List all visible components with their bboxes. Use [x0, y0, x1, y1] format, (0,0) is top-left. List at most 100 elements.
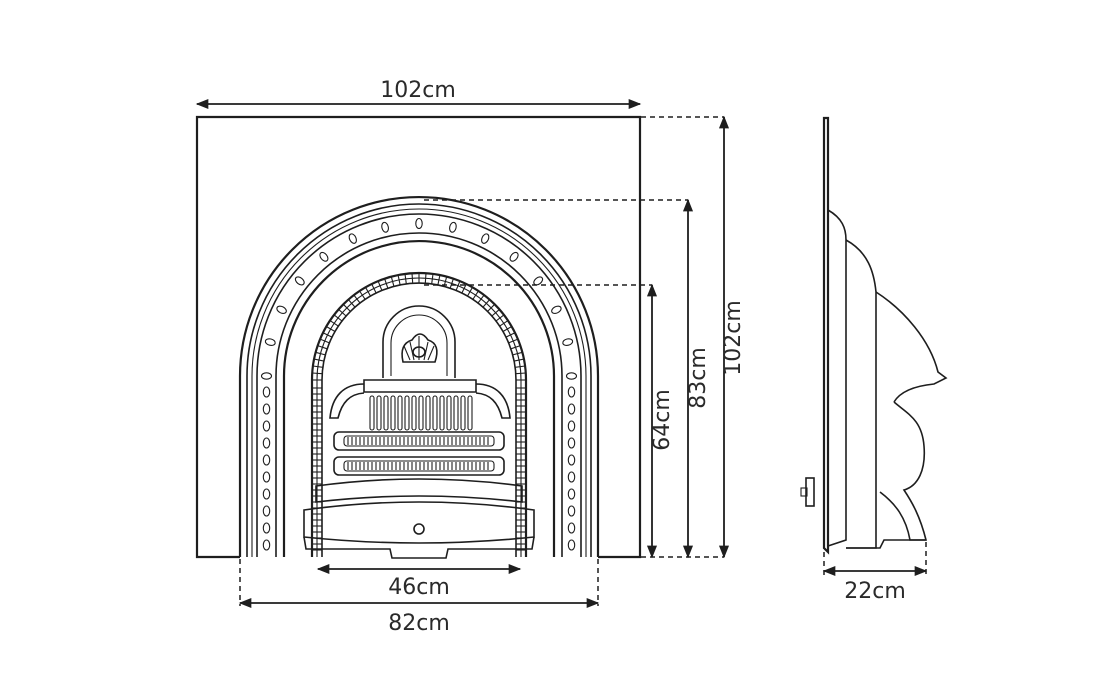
fan-motif	[401, 333, 438, 363]
grate-fret-bars	[369, 395, 473, 431]
label-arch-height: 83cm	[686, 347, 711, 409]
arch-bead	[562, 338, 574, 346]
grate-bar-upper	[333, 431, 505, 451]
fret-bar	[376, 395, 382, 431]
grate-bar-texture	[347, 437, 489, 470]
fret-bar	[418, 395, 424, 431]
side-panel	[822, 116, 830, 555]
side-hood	[845, 239, 877, 549]
arch-texture-tick	[371, 283, 377, 294]
arch-texture-tick	[353, 294, 361, 304]
beaded-band-outer	[256, 213, 582, 557]
side-fixing-bracket	[800, 477, 815, 507]
arch-bead	[551, 305, 562, 314]
arch-texture-tick	[477, 294, 485, 304]
grate-bar-lower-inner	[343, 460, 495, 472]
side-base	[846, 539, 926, 549]
fret-bar	[369, 395, 375, 431]
arch-bead-ornaments	[260, 217, 578, 551]
arch-texture-tick	[317, 345, 328, 350]
arch-texture-tick	[347, 299, 356, 308]
arch-texture-tick	[329, 320, 339, 327]
arch-texture-tick	[512, 351, 523, 356]
arch-texture-tick	[365, 287, 371, 297]
ash-pan-knob	[413, 523, 425, 535]
arch-texture-tick	[326, 326, 336, 332]
outer-arch	[238, 195, 600, 557]
label-overall-width: 102cm	[380, 78, 456, 103]
arch-texture-tick	[487, 303, 496, 312]
arch-bead	[262, 454, 271, 466]
fret-bar	[453, 395, 459, 431]
fret-bar	[383, 395, 389, 431]
arch-texture-tick	[411, 273, 414, 284]
arch-bead	[262, 471, 271, 483]
arch-texture-tick	[461, 283, 467, 294]
dimension-lines	[195, 98, 928, 609]
arch-texture-tick	[515, 372, 526, 375]
arch-texture-tick	[515, 365, 526, 368]
opening-arch-texture	[312, 273, 526, 551]
side-canopy	[875, 291, 948, 403]
arch-texture-tick	[505, 332, 516, 338]
arch-texture-tick	[502, 326, 512, 332]
fret-bar	[446, 395, 452, 431]
arch-texture-tick	[359, 290, 366, 300]
side-arch-band	[827, 209, 847, 547]
arch-texture-tick	[491, 308, 500, 317]
arch-bead	[415, 217, 423, 230]
arch-bead	[262, 420, 271, 432]
grate-top-bar	[363, 379, 477, 393]
grate-scroll-left	[329, 383, 365, 419]
grate-feet	[303, 536, 535, 559]
fret-bar	[390, 395, 396, 431]
arch-texture-tick	[437, 274, 441, 286]
arch-texture-tick	[397, 274, 401, 286]
arch-texture-tick	[499, 320, 509, 327]
fret-bar	[397, 395, 403, 431]
arch-bead	[264, 338, 276, 346]
arch-bead	[348, 233, 357, 244]
arch-bead	[381, 221, 389, 233]
grate-bar-lower	[333, 456, 505, 476]
arch-texture-tick	[322, 332, 333, 338]
arch-bead	[294, 276, 305, 286]
arch-bead	[567, 505, 576, 517]
fret-bar	[411, 395, 417, 431]
arch-bead	[567, 403, 576, 415]
arch-bead	[509, 251, 519, 262]
arch-texture-tick	[424, 273, 427, 284]
arch-bead	[262, 386, 271, 398]
fret-bar	[404, 395, 410, 431]
arch-bead	[262, 488, 271, 500]
arch-texture-tick	[377, 280, 383, 291]
fret-bar	[432, 395, 438, 431]
fret-bar	[460, 395, 466, 431]
grate-scroll-right	[475, 383, 511, 419]
beaded-band-inner	[275, 232, 563, 557]
outer-panel	[195, 115, 642, 559]
arch-bead	[276, 305, 287, 314]
arch-bead	[262, 403, 271, 415]
arch-bead	[262, 505, 271, 517]
arch-texture-tick	[495, 314, 505, 322]
fret-bar	[467, 395, 473, 431]
arch-texture-tick	[338, 308, 347, 317]
arch-bead	[262, 522, 271, 534]
arch-texture-tick	[431, 273, 434, 284]
fireback-inner	[390, 314, 448, 376]
arch-texture-tick	[333, 314, 343, 322]
arch-bead	[567, 471, 576, 483]
arch-texture-tick	[455, 280, 461, 291]
arch-bead	[260, 372, 273, 380]
arch-texture-tick	[404, 273, 407, 284]
label-grate-width: 46cm	[388, 575, 450, 600]
label-opening-height: 64cm	[650, 389, 675, 451]
arch-bead	[262, 539, 271, 551]
grate-bar-upper-inner	[343, 435, 495, 447]
arch-bead	[567, 539, 576, 551]
arch-texture-tick	[342, 303, 351, 312]
arch-texture-tick	[482, 299, 491, 308]
arch-texture-tick	[449, 278, 454, 289]
arch-bead	[567, 437, 576, 449]
